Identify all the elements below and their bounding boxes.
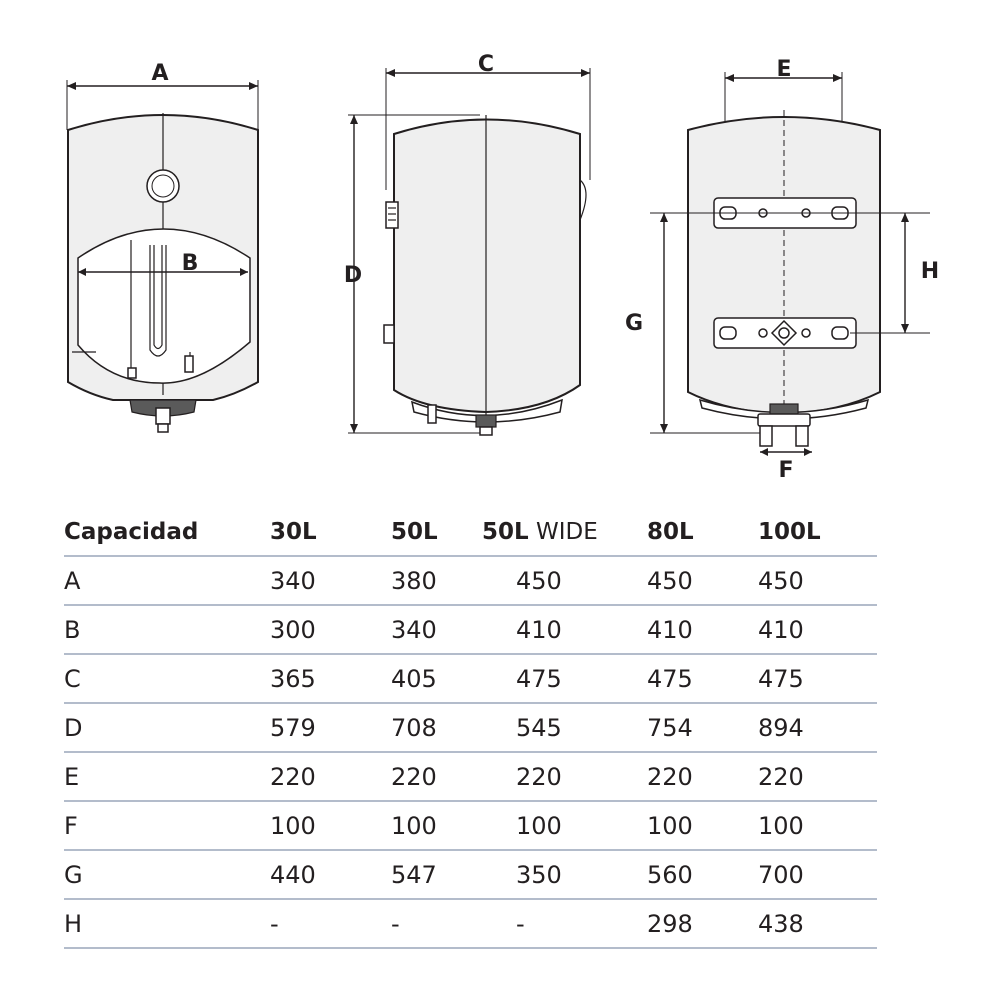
side-knob <box>385 201 399 229</box>
table-cell: 700 <box>758 860 804 889</box>
table-row: A 340 380 450 450 450 <box>64 556 877 605</box>
table-cell: 438 <box>758 909 804 938</box>
table-cell: 220 <box>270 762 316 791</box>
table-cell: 894 <box>758 713 804 742</box>
table-cell: 579 <box>270 713 316 742</box>
table-row: G 440 547 350 560 700 <box>64 850 877 899</box>
dim-h-label: H <box>921 259 939 284</box>
table-row: D 579 708 545 754 894 <box>64 703 877 752</box>
water-heater-diagram: A B C <box>66 52 939 483</box>
table-cell: 754 <box>647 713 693 742</box>
table-cell: 220 <box>647 762 693 791</box>
table-cell: 220 <box>516 762 562 791</box>
table-cell: - <box>391 909 400 938</box>
back-view: E G H <box>625 57 939 483</box>
row-label: B <box>64 615 81 644</box>
table-cell: 405 <box>391 664 437 693</box>
row-label: C <box>64 664 81 693</box>
table-cell: 100 <box>391 811 437 840</box>
table-cell: 450 <box>647 566 693 595</box>
table-row: F 100 100 100 100 100 <box>64 801 877 850</box>
dim-b-label: B <box>182 251 199 276</box>
table-cell: 475 <box>758 664 804 693</box>
table-cell: - <box>516 909 525 938</box>
table-row: E 220 220 220 220 220 <box>64 752 877 801</box>
table-cell: 100 <box>516 811 562 840</box>
table-row: B 300 340 410 410 410 <box>64 605 877 654</box>
header-col-50l: 50L <box>391 518 438 545</box>
table-cell: 560 <box>647 860 693 889</box>
row-label: E <box>64 762 80 791</box>
dim-d-label: D <box>344 263 362 288</box>
table-cell: 410 <box>647 615 693 644</box>
table-cell: 450 <box>516 566 562 595</box>
table-cell: 300 <box>270 615 316 644</box>
table-cell: 298 <box>647 909 693 938</box>
side-tank-body <box>393 118 581 414</box>
dim-f-label: F <box>778 458 793 483</box>
header-capacity: Capacidad <box>64 518 199 545</box>
table-cell: 545 <box>516 713 562 742</box>
table-cell: 380 <box>391 566 437 595</box>
table-cell: 547 <box>391 860 437 889</box>
dim-c-label: C <box>478 52 494 77</box>
table-cell: 440 <box>270 860 316 889</box>
table-cell: 475 <box>516 664 562 693</box>
table-cell: 475 <box>647 664 693 693</box>
table-cell: - <box>270 909 279 938</box>
header-col-30l: 30L <box>270 518 317 545</box>
header-col-100l: 100L <box>758 518 821 545</box>
side-view: C D <box>344 52 591 436</box>
table-row: C 365 405 475 475 475 <box>64 654 877 703</box>
header-col-50l-wide: 50L WIDE <box>482 518 598 545</box>
dimensions-table: Capacidad 30L 50L 50L WIDE 80L 100L A 340… <box>64 508 877 949</box>
table-row: H - - - 298 438 <box>64 899 877 948</box>
header-col-80l: 80L <box>647 518 694 545</box>
row-label: H <box>64 909 83 938</box>
table-cell: 100 <box>758 811 804 840</box>
table-cell: 220 <box>758 762 804 791</box>
row-label: F <box>64 811 78 840</box>
heating-element <box>149 245 167 357</box>
table-cell: 410 <box>758 615 804 644</box>
table-cell: 365 <box>270 664 316 693</box>
table-cell: 708 <box>391 713 437 742</box>
table-cell: 100 <box>647 811 693 840</box>
row-label: A <box>64 566 81 595</box>
dim-g-label: G <box>625 311 643 336</box>
table-cell: 340 <box>391 615 437 644</box>
table-cell: 100 <box>270 811 316 840</box>
dim-e-label: E <box>776 57 791 82</box>
table-cell: 450 <box>758 566 804 595</box>
table-cell: 220 <box>391 762 437 791</box>
dim-a-label: A <box>151 61 168 86</box>
row-label: G <box>64 860 83 889</box>
row-label: D <box>64 713 83 742</box>
cutaway-window <box>77 228 251 384</box>
table-header-row: Capacidad 30L 50L 50L WIDE 80L 100L <box>64 508 877 556</box>
table-cell: 410 <box>516 615 562 644</box>
table-cell: 350 <box>516 860 562 889</box>
table-cell: 340 <box>270 566 316 595</box>
front-view: A B <box>66 61 259 433</box>
